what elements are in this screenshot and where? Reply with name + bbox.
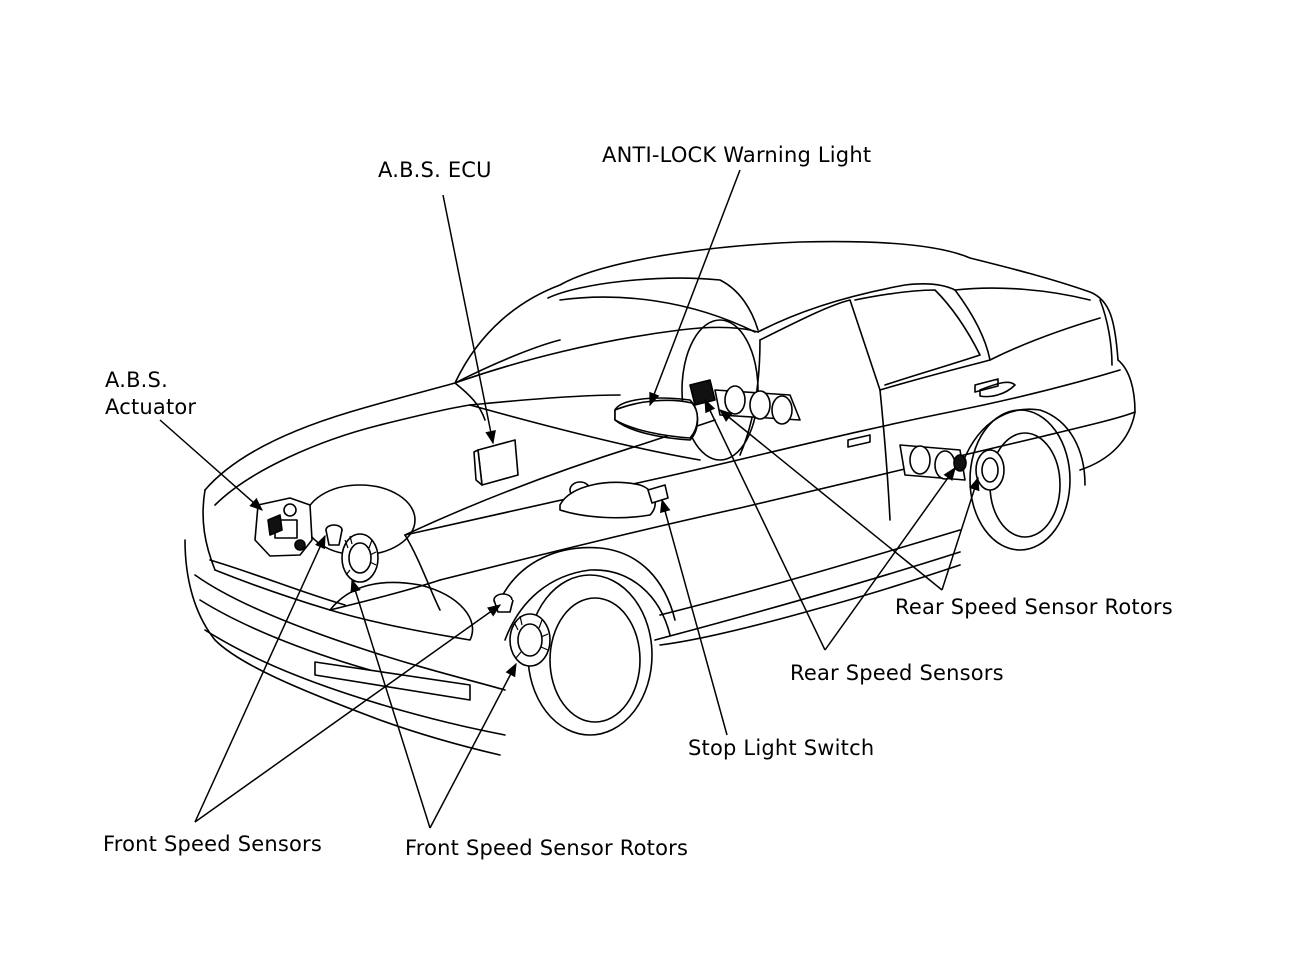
front-speed-sensor-rotor-left — [341, 533, 379, 583]
rear-speed-sensor-right — [899, 444, 1005, 491]
leader-lines — [159, 169, 980, 829]
label-stop-light-switch: Stop Light Switch — [688, 736, 875, 760]
front-speed-sensor-left — [325, 524, 343, 546]
label-front-speed-sensors: Front Speed Sensors — [103, 832, 323, 856]
front-speed-sensor-right — [493, 593, 514, 613]
components — [254, 379, 1005, 667]
anti-lock-warning-light-unit — [614, 399, 699, 439]
label-front-speed-sensor-rotors: Front Speed Sensor Rotors — [405, 836, 689, 860]
stop-light-switch-unit — [559, 481, 669, 519]
label-abs-actuator-line2: Actuator — [105, 395, 197, 419]
rear-speed-sensor-left — [689, 379, 801, 425]
label-anti-lock-warning-light: ANTI-LOCK Warning Light — [602, 143, 872, 167]
label-abs-ecu: A.B.S. ECU — [378, 158, 492, 182]
front-speed-sensor-rotor-right — [509, 613, 551, 667]
abs-actuator-unit — [254, 497, 313, 557]
label-abs-actuator-line1: A.B.S. — [105, 368, 168, 392]
abs-ecu-unit — [473, 439, 519, 486]
label-rear-speed-sensor-rotors: Rear Speed Sensor Rotors — [895, 595, 1173, 619]
label-rear-speed-sensors: Rear Speed Sensors — [790, 661, 1004, 685]
